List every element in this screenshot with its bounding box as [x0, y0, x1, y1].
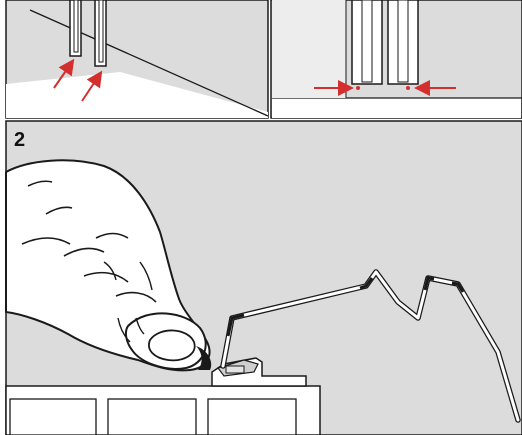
- spring-clip-wire: [220, 269, 521, 423]
- window-frame: [5, 385, 321, 435]
- red-arrow-icon: [53, 58, 75, 89]
- top-right-detail-panel: [270, 0, 522, 119]
- profile-pair-left: [69, 0, 107, 67]
- step-number: 2: [14, 129, 25, 151]
- hand-illustration: [5, 159, 212, 372]
- step-2-panel: 2: [5, 120, 522, 435]
- rail-profile: [211, 357, 307, 387]
- profile-pair-right: [351, 0, 419, 85]
- red-arrow-icon: [81, 70, 103, 102]
- top-left-detail-panel: [5, 0, 269, 119]
